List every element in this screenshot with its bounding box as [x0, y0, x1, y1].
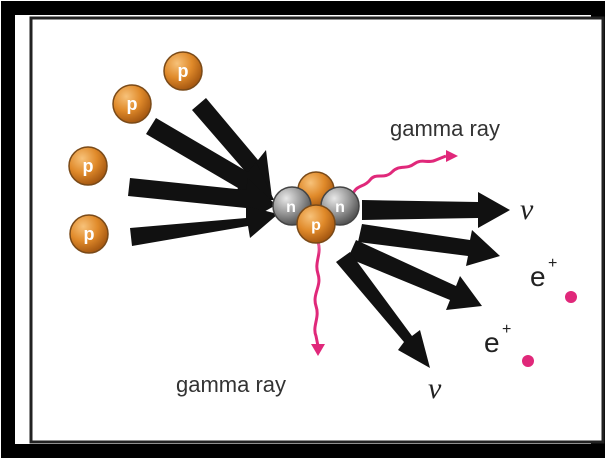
- gamma-ray-lower: [313, 241, 321, 347]
- gamma-arrowhead-lower: [311, 344, 325, 356]
- arrow-in-4: [130, 206, 278, 246]
- arrow-out-positron-2: [348, 240, 482, 310]
- positron-label-1: e +: [530, 255, 557, 292]
- gamma-ray-upper: [350, 154, 447, 197]
- proton-4: p: [69, 214, 109, 254]
- positron-1-charge: +: [548, 255, 557, 272]
- positron-1-base: e: [530, 261, 546, 292]
- arrow-in-3: [128, 178, 276, 222]
- arrow-in-2: [146, 118, 274, 200]
- outgoing-arrows: [336, 192, 510, 368]
- positron-2-base: e: [484, 327, 500, 358]
- neutron-left-label: n: [286, 199, 296, 216]
- proton-2: p: [112, 84, 152, 124]
- positron-dot-2: [522, 355, 534, 367]
- arrow-out-nu-right: [362, 192, 510, 228]
- helium-nucleus: n n p: [272, 171, 360, 244]
- gamma-ray-label-lower: gamma ray: [176, 372, 286, 397]
- neutrino-label-right: ν: [520, 193, 534, 226]
- neutrino-label-bottom: ν: [428, 372, 442, 405]
- nucleus-proton-label: p: [311, 217, 321, 234]
- positron-2-charge: +: [502, 321, 511, 338]
- gamma-arrowhead-upper: [446, 150, 458, 162]
- neutron-right-label: n: [335, 199, 345, 216]
- incoming-arrows: [128, 98, 278, 246]
- proton-1-label: p: [178, 61, 189, 81]
- gamma-rays: [313, 154, 447, 347]
- proton-3-label: p: [83, 156, 94, 176]
- positron-dot-1: [565, 291, 577, 303]
- proton-4-label: p: [84, 224, 95, 244]
- proton-3: p: [68, 146, 108, 186]
- nucleus-proton-front: p: [296, 204, 336, 244]
- arrow-out-nu-bottom: [336, 252, 430, 368]
- proton-2-label: p: [127, 94, 138, 114]
- gamma-ray-label-upper: gamma ray: [390, 116, 500, 141]
- positron-label-2: e +: [484, 321, 511, 358]
- proton-1: p: [163, 51, 203, 91]
- arrow-out-positron-1: [358, 224, 500, 266]
